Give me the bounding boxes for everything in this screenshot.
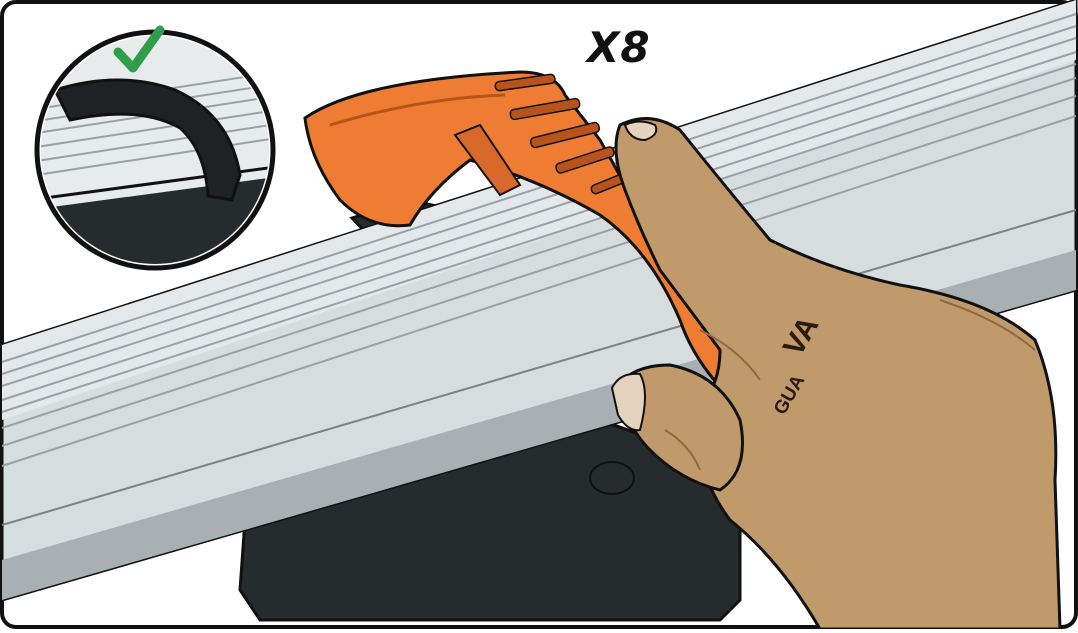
model-label: X8 [587, 22, 707, 74]
